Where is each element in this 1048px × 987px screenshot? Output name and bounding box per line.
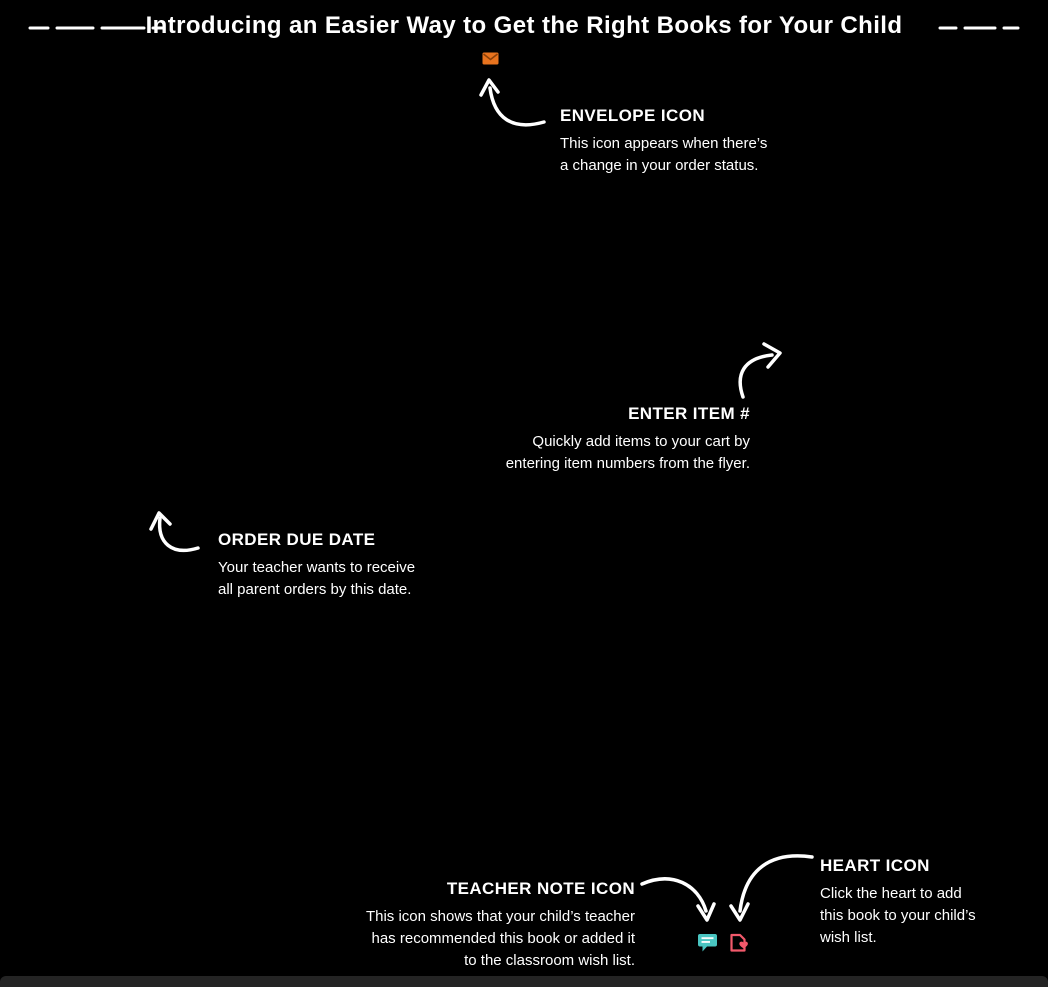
- teacher-note-arrow-head: [696, 902, 716, 922]
- heart-callout-line: Click the heart to add: [820, 885, 962, 902]
- order-due-date-arrow-head: [149, 511, 172, 531]
- teacher-note-icon-line: [701, 941, 710, 943]
- teacher-note-icon[interactable]: [697, 933, 718, 953]
- enter-item-callout-line: Quickly add items to your cart by: [532, 433, 750, 450]
- enter-item-arrow-head: [762, 342, 782, 369]
- envelope-icon[interactable]: [482, 52, 499, 65]
- heart-icon-heart: [739, 941, 748, 949]
- teacher-note-callout-line: to the classroom wish list.: [464, 952, 635, 969]
- teacher-note-arrow: [640, 877, 708, 913]
- enter-item-arrow: [738, 353, 774, 399]
- order-due-date-callout-line: Your teacher wants to receive: [218, 559, 416, 576]
- heart-arrow-head: [729, 902, 750, 922]
- order-due-date-callout-line: all parent orders by this date.: [218, 581, 412, 598]
- bottom-page-edge: [0, 976, 1048, 987]
- heart-callout-heading: HEART ICON: [820, 856, 930, 875]
- teacher-note-callout: TEACHER NOTE ICON This icon shows that y…: [366, 879, 635, 972]
- envelope-callout: ENVELOPE ICON This icon appears when the…: [560, 106, 767, 177]
- order-due-date-arrow: [157, 516, 200, 553]
- heart-callout: HEART ICON Click the heart to add this b…: [820, 856, 976, 949]
- envelope-arrow: [488, 86, 546, 127]
- envelope-icon-flap: [483, 53, 498, 61]
- enter-item-callout-line: entering item numbers from the flyer.: [505, 455, 750, 472]
- teacher-note-callout-heading: TEACHER NOTE ICON: [446, 879, 635, 898]
- enter-item-callout-heading: ENTER ITEM #: [628, 404, 750, 423]
- envelope-arrow-head: [479, 78, 500, 97]
- heart-arrow: [738, 854, 814, 913]
- order-due-date-callout: ORDER DUE DATE Your teacher wants to rec…: [218, 530, 415, 601]
- heart-callout-line: wish list.: [820, 929, 877, 946]
- heart-callout-line: this book to your child’s: [820, 907, 976, 924]
- teacher-note-icon-line: [701, 937, 714, 940]
- title-row: Introducing an Easier Way to Get the Rig…: [0, 12, 1048, 40]
- envelope-callout-heading: ENVELOPE ICON: [560, 106, 706, 125]
- teacher-note-callout-line: has recommended this book or added it: [371, 930, 636, 947]
- envelope-callout-line: This icon appears when there’s: [560, 135, 768, 152]
- teacher-note-callout-line: This icon shows that your child’s teache…: [365, 908, 635, 925]
- order-due-date-callout-heading: ORDER DUE DATE: [218, 530, 376, 549]
- page-title: Introducing an Easier Way to Get the Rig…: [145, 12, 903, 39]
- envelope-callout-line: a change in your order status.: [560, 157, 759, 174]
- heart-icon[interactable]: [729, 933, 750, 953]
- enter-item-callout: ENTER ITEM # Quickly add items to your c…: [506, 404, 750, 475]
